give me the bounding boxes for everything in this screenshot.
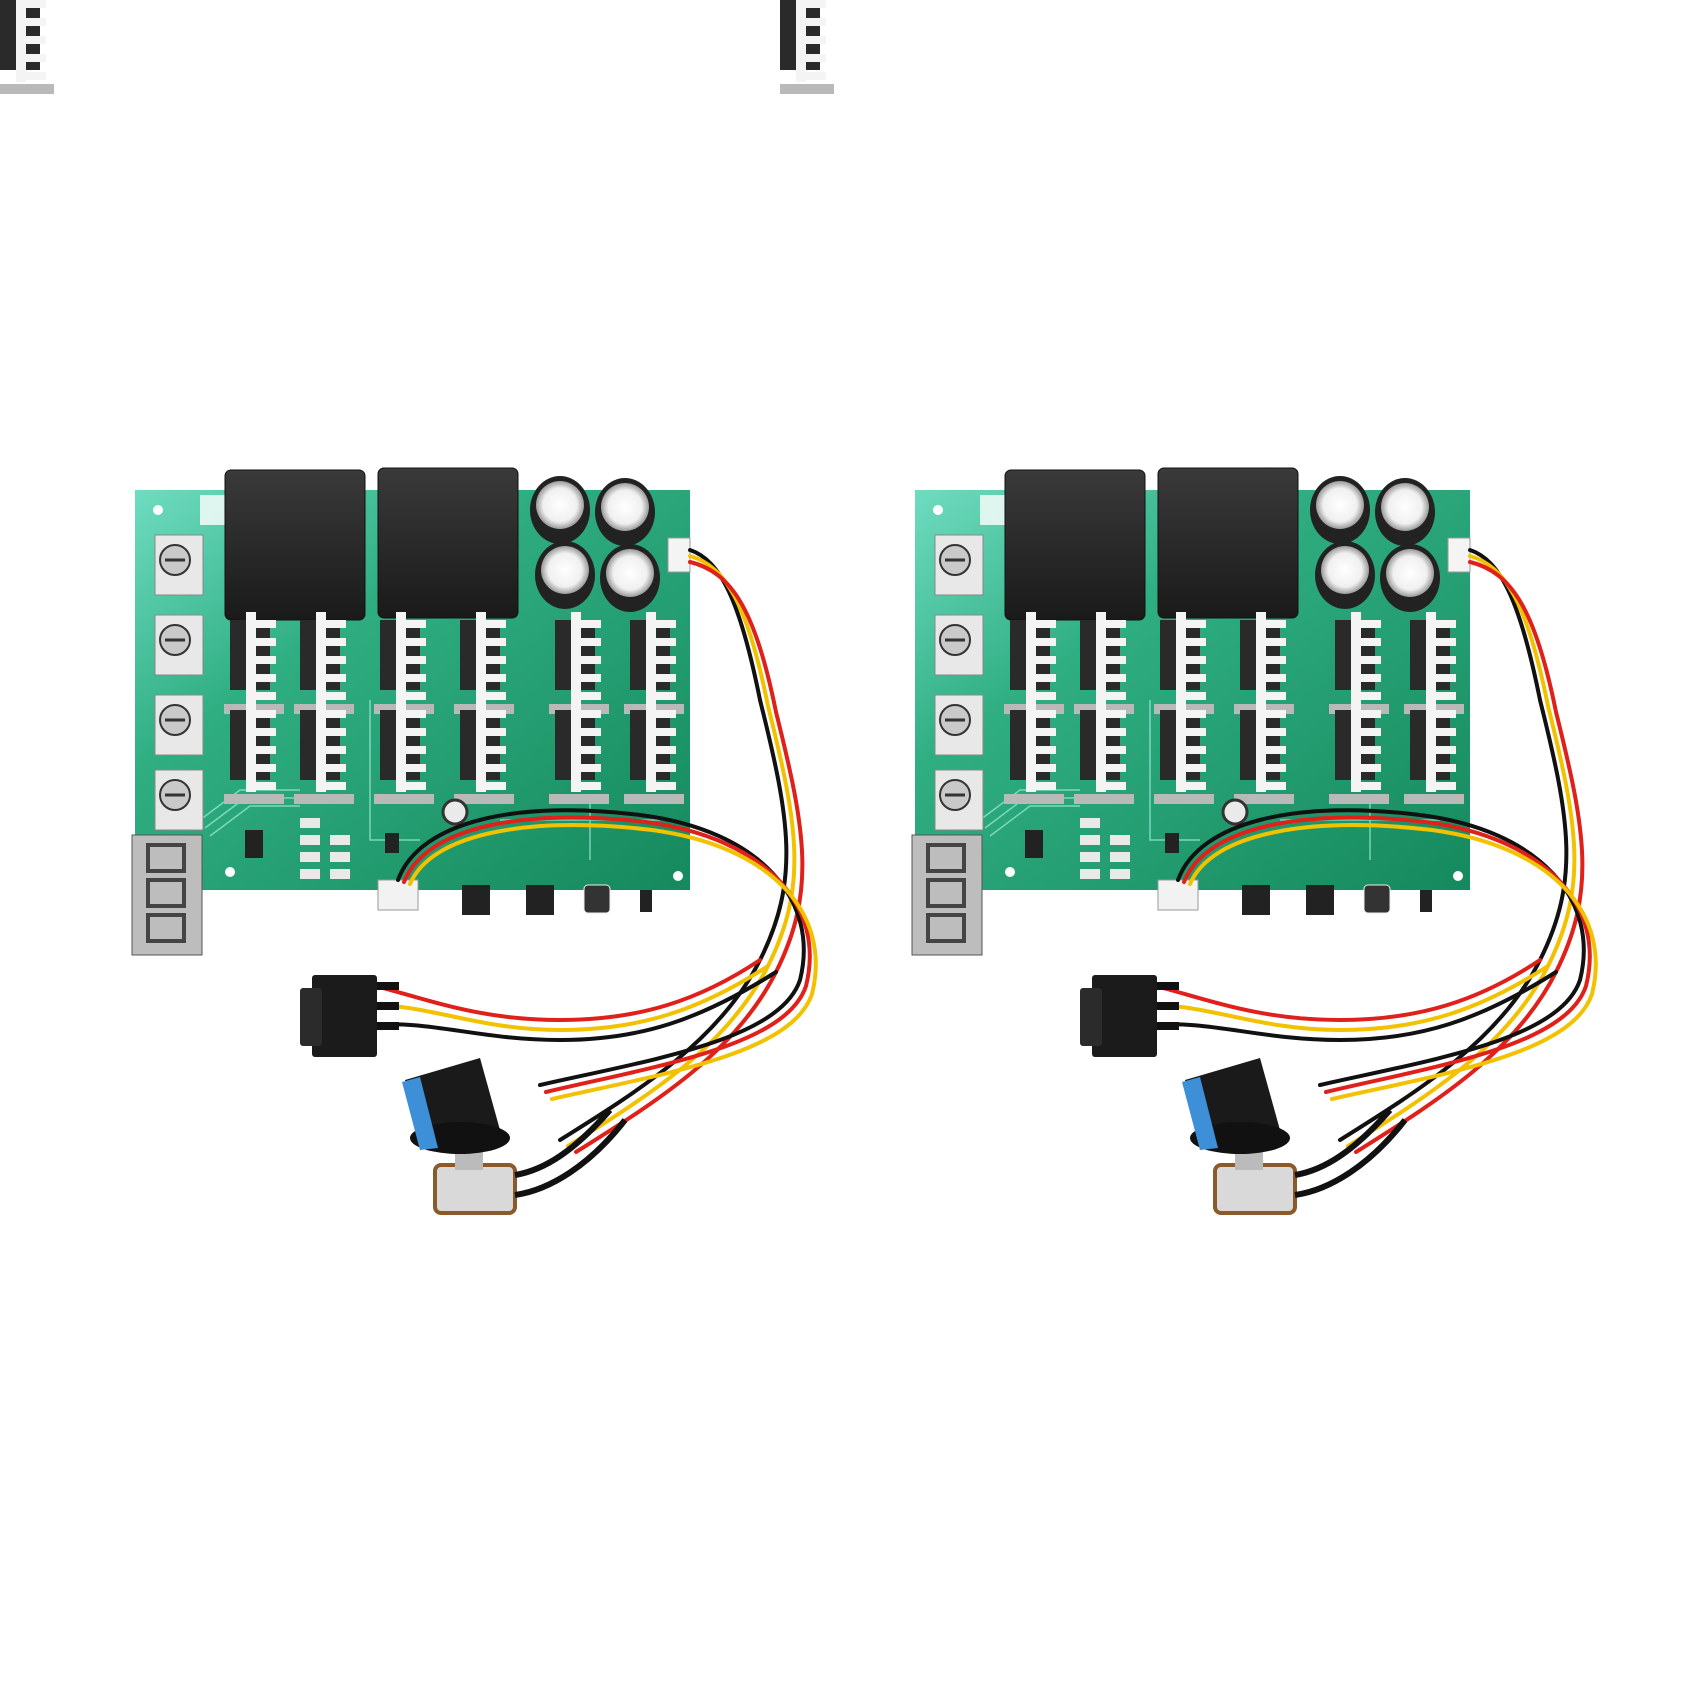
relays: [224, 467, 519, 621]
rocker-switch: [1080, 975, 1179, 1057]
knob: [402, 1058, 510, 1154]
top-connector: [667, 537, 691, 573]
relays: [1004, 467, 1299, 621]
knob: [1182, 1058, 1290, 1154]
pwm-controller-left: [0, 0, 818, 1215]
controller-illustration: [0, 0, 818, 1215]
seven-segment-display: [911, 834, 983, 956]
wire-harness: [370, 548, 818, 1154]
seven-segment-display: [131, 834, 203, 956]
small-capacitor: [441, 798, 469, 826]
smd-components: [1025, 818, 1432, 915]
smd-components: [245, 818, 652, 915]
potentiometer: [433, 1108, 628, 1215]
screw-terminals: [154, 534, 204, 831]
control-connector: [1157, 879, 1199, 911]
top-connector: [1447, 537, 1471, 573]
pwm-controller-right: [780, 0, 1630, 1700]
control-connector: [377, 879, 419, 911]
screw-terminals: [934, 534, 984, 831]
mosfets-heatsinks: [780, 0, 1464, 804]
mosfets-heatsinks: [0, 0, 684, 804]
wire-harness: [1150, 548, 1598, 1154]
small-capacitor: [1221, 798, 1249, 826]
controller-illustration: [780, 0, 1598, 1215]
capacitors: [1310, 476, 1440, 612]
rocker-switch: [300, 975, 399, 1057]
capacitors: [530, 476, 660, 612]
